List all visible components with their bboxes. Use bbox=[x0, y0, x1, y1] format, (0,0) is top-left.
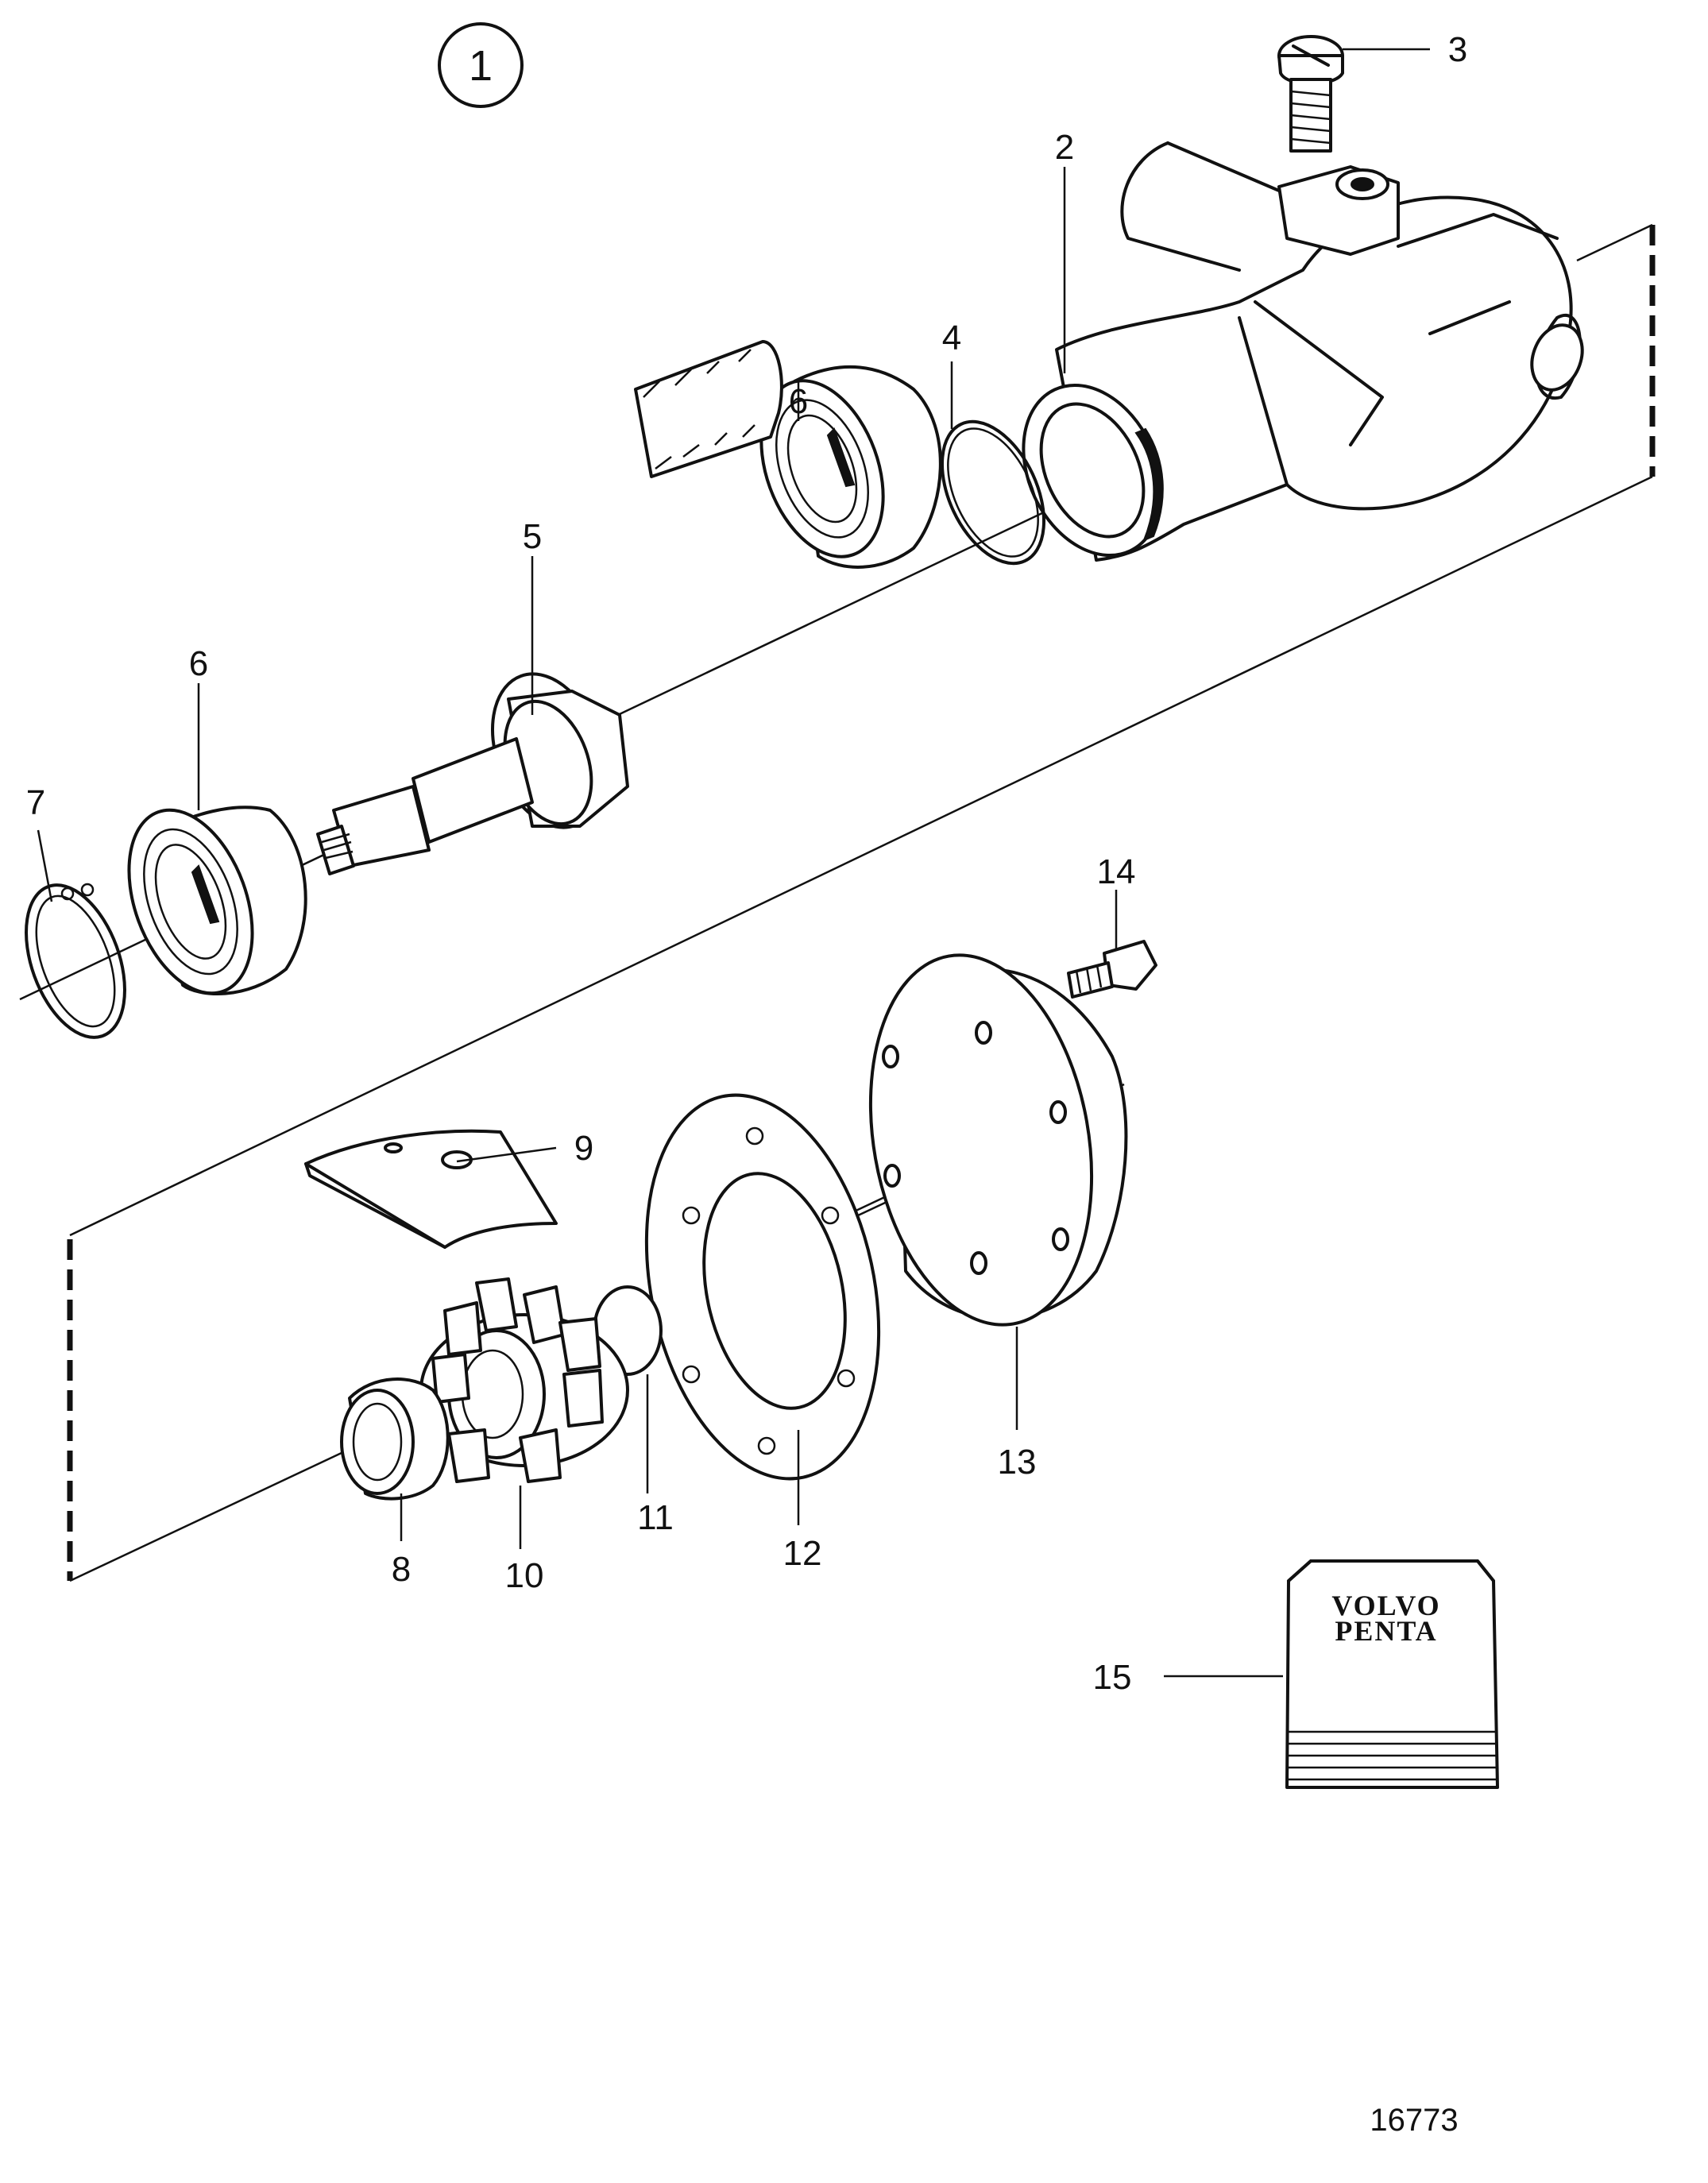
screw-part-14 bbox=[1067, 940, 1157, 999]
callout-15: 15 bbox=[1093, 1658, 1132, 1697]
callout-labels: 2 3 4 5 6 6 7 8 9 10 11 12 13 14 15 bbox=[26, 30, 1467, 1697]
callout-8: 8 bbox=[392, 1550, 411, 1589]
group-marker: 1 bbox=[438, 22, 524, 108]
group-number: 1 bbox=[469, 42, 493, 90]
bearing-upper-part-6 bbox=[759, 365, 942, 569]
o-ring-part-4 bbox=[940, 419, 1046, 566]
bushing-part-8 bbox=[340, 1377, 450, 1501]
logo-line-1: VOLVO bbox=[1331, 1590, 1440, 1621]
callout-12: 12 bbox=[783, 1534, 822, 1573]
callout-4: 4 bbox=[942, 319, 961, 357]
callout-6-lower: 6 bbox=[189, 644, 208, 683]
callout-6-upper: 6 bbox=[789, 382, 808, 421]
callout-7: 7 bbox=[26, 783, 45, 822]
gasket-part-12 bbox=[644, 1093, 881, 1481]
callout-3: 3 bbox=[1448, 30, 1467, 69]
leader-lines bbox=[37, 48, 1430, 1678]
circlip-part-7 bbox=[25, 883, 126, 1039]
callout-9: 9 bbox=[574, 1129, 593, 1168]
pump-housing bbox=[1022, 141, 1584, 562]
illustration-reference-number: 16773 bbox=[1370, 2103, 1458, 2138]
kit-package-part-15: VOLVO PENTA bbox=[1285, 1559, 1499, 1789]
callout-14: 14 bbox=[1097, 852, 1136, 891]
impeller-part-10 bbox=[419, 1277, 629, 1483]
cover-plate-part-13 bbox=[868, 953, 1128, 1327]
callout-5: 5 bbox=[523, 517, 542, 556]
shaft-part-5 bbox=[316, 340, 783, 875]
bearing-lower-part-6 bbox=[127, 806, 307, 995]
wear-plate-part-9 bbox=[304, 1129, 558, 1249]
screw-part-3 bbox=[1277, 35, 1344, 153]
callout-13: 13 bbox=[998, 1443, 1037, 1482]
logo-line-2: PENTA bbox=[1335, 1615, 1437, 1647]
callout-10: 10 bbox=[505, 1556, 544, 1595]
callout-2: 2 bbox=[1055, 128, 1074, 167]
callout-11: 11 bbox=[637, 1498, 674, 1537]
